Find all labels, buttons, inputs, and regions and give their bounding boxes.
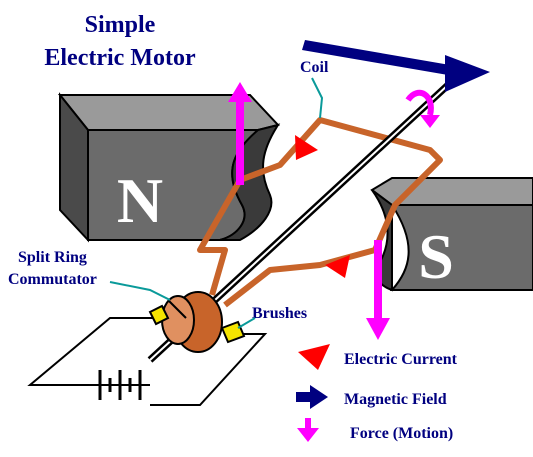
legend: Electric Current Magnetic Field Force (M… [296, 344, 458, 442]
legend-magnetic-field-label: Magnetic Field [344, 391, 447, 408]
brush-right [220, 320, 246, 344]
force-arrow-down-icon [366, 240, 390, 340]
blue-arrow-icon [296, 385, 328, 409]
commutator-leader-line [109, 281, 171, 301]
coil-wire [197, 117, 443, 308]
current-arrow-bottom [325, 255, 350, 278]
current-arrow-top [295, 135, 318, 160]
current-markers [295, 135, 350, 278]
magenta-arrow-icon [297, 418, 319, 442]
split-ring-commutator [161, 291, 223, 353]
circuit [27, 317, 268, 406]
coil-label: Coil [300, 59, 329, 76]
commutator-label-line1: Split Ring [18, 249, 87, 266]
south-pole-label: S [418, 221, 454, 292]
commutator-label-line2: Commutator [8, 271, 97, 288]
circuit-wire-left [27, 317, 160, 386]
circuit-wire-right [150, 333, 268, 406]
legend-electric-current-label: Electric Current [344, 351, 458, 368]
north-magnet: N [57, 92, 281, 243]
force-arrow-up-icon [228, 82, 252, 185]
brushes-leader-line [237, 317, 256, 329]
magnetic-field-arrow-icon [302, 40, 490, 92]
north-pole-label: N [117, 165, 163, 236]
brush-left [148, 304, 170, 326]
red-triangle-icon [298, 344, 330, 370]
legend-force-label: Force (Motion) [350, 425, 453, 442]
coil-leader-line [311, 77, 324, 119]
rotation-arrow-icon [405, 89, 440, 128]
south-magnet: S [370, 177, 533, 292]
battery-icon [98, 370, 142, 400]
title-line1: Simple [85, 12, 156, 38]
brushes-label: Brushes [252, 305, 307, 322]
title-line2: Electric Motor [44, 45, 196, 71]
force-arrows [228, 82, 390, 340]
